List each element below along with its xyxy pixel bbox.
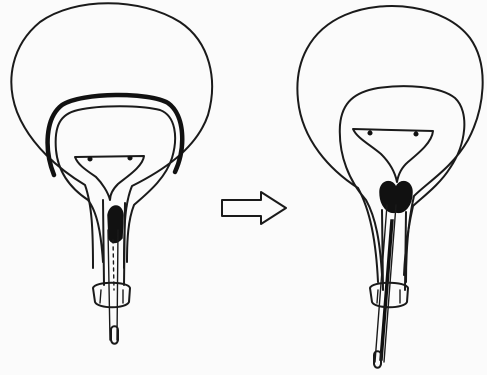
urethra-wall-right <box>405 212 406 290</box>
catheter-shaft-right-edge <box>117 230 118 340</box>
ureteral-orifice-right <box>414 132 418 136</box>
trigone-shape <box>75 156 144 200</box>
ureteral-orifice-left <box>368 131 372 135</box>
inner-bladder-lumen <box>340 86 465 275</box>
right-arrow-icon <box>222 192 286 224</box>
urethra-wall-left <box>382 210 383 290</box>
bladder-before-panel <box>11 3 212 344</box>
ureteral-orifice-left <box>88 157 92 161</box>
catheter-collar <box>93 283 130 308</box>
catheter-shaft-left-edge <box>108 230 110 340</box>
urethra-wall-left <box>103 200 104 285</box>
trigone-shape <box>353 129 433 182</box>
urethra-wall-right <box>124 203 125 285</box>
dark-occlusion-mass <box>108 206 123 243</box>
ureteral-orifice-right <box>128 156 132 160</box>
bladder-after-panel <box>297 6 482 368</box>
catheter-collar-inner <box>100 290 123 303</box>
